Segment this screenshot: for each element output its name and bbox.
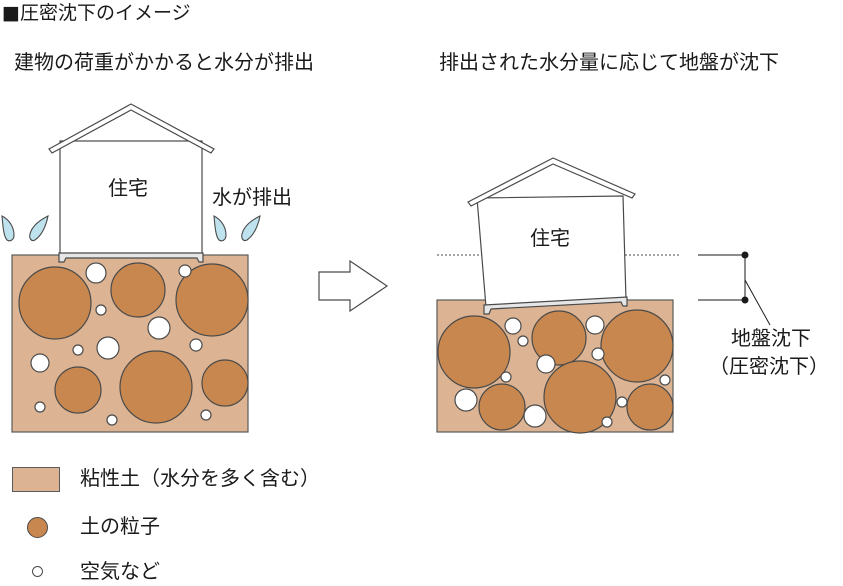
- air-void: [591, 347, 605, 361]
- left-house-foundation: [58, 252, 204, 263]
- air-void: [147, 316, 171, 340]
- air-void: [454, 388, 478, 412]
- soil-particle: [18, 266, 92, 340]
- soil-particle: [110, 262, 166, 318]
- transition-arrow: [318, 259, 389, 313]
- water-drain-label: 水が排出: [212, 185, 292, 209]
- left-soil-particles: [18, 262, 249, 424]
- diagram-title: ■圧密沈下のイメージ: [2, 2, 191, 24]
- left-water-drops: [1, 215, 261, 242]
- soil-particle: [600, 309, 674, 383]
- right-panel: [436, 157, 771, 434]
- air-void: [30, 353, 50, 373]
- air-void: [96, 336, 120, 360]
- air-void: [585, 315, 605, 335]
- air-void: [178, 264, 192, 278]
- right-house-roof: [467, 157, 636, 207]
- air-void: [616, 396, 628, 408]
- soil-particle: [54, 366, 102, 414]
- soil-particle: [543, 360, 617, 434]
- settlement-label-line2: （圧密沈下）: [709, 354, 829, 378]
- air-void: [34, 401, 46, 413]
- air-void: [200, 409, 212, 421]
- left-house-label: 住宅: [108, 176, 148, 200]
- right-house-foundation: [483, 296, 628, 315]
- legend-particle-swatch: [27, 517, 48, 538]
- air-void: [95, 304, 107, 316]
- right-house-body: [476, 195, 627, 308]
- left-house: [48, 103, 215, 263]
- left-house-body: [59, 140, 203, 256]
- settlement-label-line1: 地盤沈下: [731, 326, 811, 350]
- air-void: [500, 371, 512, 383]
- air-void: [72, 344, 84, 356]
- dimension-leader-line: [744, 279, 771, 326]
- arrow-right-icon: [318, 259, 389, 313]
- soil-particle: [201, 359, 249, 407]
- legend-air-swatch: [32, 566, 43, 577]
- right-soil-particles: [437, 309, 674, 434]
- air-void: [106, 414, 118, 426]
- soil-particle: [119, 350, 193, 424]
- legend-soil-swatch: [12, 467, 60, 492]
- dimension-top-dot: [741, 251, 749, 259]
- soil-particle: [175, 263, 249, 337]
- left-panel-caption: 建物の荷重がかかると水分が排出: [14, 50, 314, 74]
- soil-particle: [478, 383, 526, 431]
- left-air-voids: [30, 262, 212, 426]
- legend-particle-label: 土の粒子: [80, 514, 160, 538]
- air-void: [504, 317, 522, 335]
- air-void: [536, 354, 556, 374]
- right-house: [467, 157, 636, 315]
- dimension-bottom-dot: [741, 296, 749, 304]
- soil-particle: [531, 310, 587, 366]
- right-panel-caption: 排出された水分量に応じて地盤が沈下: [439, 50, 779, 74]
- air-void: [85, 262, 107, 284]
- air-void: [189, 338, 203, 352]
- legend-air-label: 空気など: [80, 559, 160, 583]
- soil-particle: [626, 383, 674, 431]
- water-drop-icon: [213, 215, 227, 242]
- air-void: [523, 404, 547, 428]
- water-drop-icon: [241, 215, 261, 242]
- right-air-voids: [454, 315, 671, 428]
- right-house-label: 住宅: [530, 226, 570, 250]
- left-panel: [1, 103, 261, 433]
- legend-soil-label: 粘性土（水分を多く含む）: [80, 466, 320, 490]
- water-drop-icon: [1, 215, 15, 242]
- air-void: [659, 374, 671, 386]
- soil-particle: [437, 315, 511, 389]
- left-house-roof: [48, 103, 215, 154]
- settlement-dimension: [698, 251, 771, 326]
- air-void: [517, 335, 529, 347]
- air-void: [601, 416, 613, 428]
- water-drop-icon: [29, 215, 49, 242]
